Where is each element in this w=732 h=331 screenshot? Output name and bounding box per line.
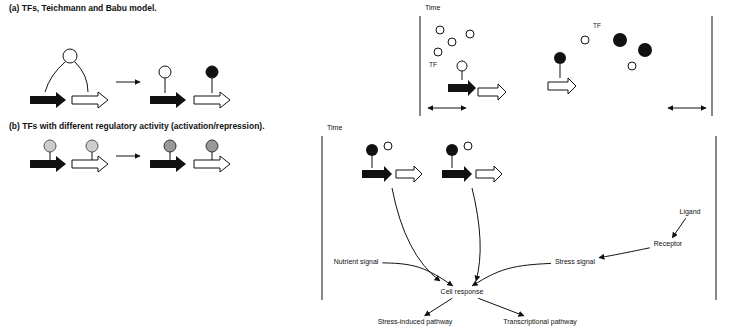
node-text: Stress-induced pathway	[378, 318, 453, 326]
text-node: Nutrient signal	[331, 257, 382, 267]
tf-circle	[466, 30, 474, 38]
gene-arrow	[72, 156, 108, 172]
time-line	[716, 136, 717, 300]
gene-arrow	[72, 92, 108, 108]
gene-arrow	[478, 84, 506, 100]
tf-circle-duplicate	[206, 66, 218, 78]
binding-line	[45, 62, 65, 92]
binding-line	[372, 156, 373, 168]
gene-arrow	[150, 92, 186, 108]
binding-line	[50, 152, 51, 160]
binding-line	[92, 152, 93, 160]
gene-arrow	[30, 92, 66, 108]
panel-heading: (a) TFs, Teichmann and Babu model.	[8, 3, 158, 13]
binding-line	[452, 156, 453, 168]
tf-circle	[164, 140, 176, 152]
connector	[478, 298, 524, 316]
connector	[599, 248, 650, 258]
node-text: Cell response	[441, 288, 484, 296]
binding-line	[560, 64, 561, 78]
annotation-label: Time	[424, 4, 441, 11]
annotation-label: TF	[428, 61, 438, 68]
gene-arrow	[476, 166, 502, 182]
gene-arrow	[150, 156, 186, 172]
tf-circle	[434, 48, 442, 56]
tf-circle	[159, 66, 171, 78]
text-node: Transcriptional pathway	[500, 317, 580, 327]
tf-circle	[436, 26, 444, 34]
binding-line	[212, 152, 213, 160]
double-arrow	[428, 108, 466, 109]
tf-circle	[581, 36, 589, 44]
tf-circle	[628, 62, 636, 70]
tf-circle	[206, 140, 218, 152]
tf-circle-duplicate	[613, 33, 627, 47]
node-text: Ligand	[679, 208, 700, 216]
binding-line	[165, 78, 166, 93]
annotation-label: TF	[592, 22, 602, 29]
step-arrow	[116, 82, 140, 83]
step-arrow	[116, 156, 140, 157]
binding-line	[212, 78, 213, 93]
gene-arrow	[362, 166, 392, 182]
node-text: Nutrient signal	[334, 258, 379, 266]
gene-arrow	[442, 166, 472, 182]
tf-circle	[44, 140, 56, 152]
tf-circle	[457, 61, 467, 71]
tf-circle	[86, 140, 98, 152]
text-node: Cell response	[438, 287, 487, 297]
regulation-curve	[392, 188, 440, 281]
connector	[472, 263, 551, 285]
time-line	[322, 136, 323, 300]
gene-arrow	[194, 92, 230, 108]
binding-line	[75, 62, 88, 92]
regulation-curve	[472, 188, 480, 281]
text-node: Ligand	[676, 207, 703, 217]
tf-circle-duplicate	[638, 43, 652, 57]
tf-circle-duplicate	[554, 52, 566, 64]
tf-circle	[63, 49, 77, 63]
panel-heading: (b) TFs with different regulatory activi…	[8, 121, 266, 131]
tf-circle	[446, 144, 458, 156]
connector	[672, 218, 685, 238]
gene-arrow	[548, 78, 576, 94]
time-line	[420, 16, 421, 116]
gene-arrow	[396, 166, 422, 182]
tf-circle	[384, 142, 392, 150]
tf-circle	[464, 142, 472, 150]
connector	[382, 263, 452, 286]
text-node: Stress signal	[552, 257, 598, 267]
gene-arrow	[448, 80, 476, 96]
double-arrow	[668, 108, 706, 109]
gene-arrow	[30, 156, 66, 172]
time-line	[712, 16, 713, 116]
binding-line	[462, 71, 463, 80]
annotation-label: Time	[326, 124, 343, 131]
node-text: Transcriptional pathway	[503, 318, 577, 326]
node-text: Receptor	[654, 240, 682, 248]
tf-circle	[448, 38, 456, 46]
binding-line	[170, 152, 171, 160]
node-text: Stress signal	[555, 258, 595, 266]
connector	[425, 298, 453, 316]
gene-arrow	[194, 156, 230, 172]
text-node: Stress-induced pathway	[375, 317, 456, 327]
tf-circle	[366, 144, 378, 156]
text-node: Receptor	[651, 239, 685, 249]
